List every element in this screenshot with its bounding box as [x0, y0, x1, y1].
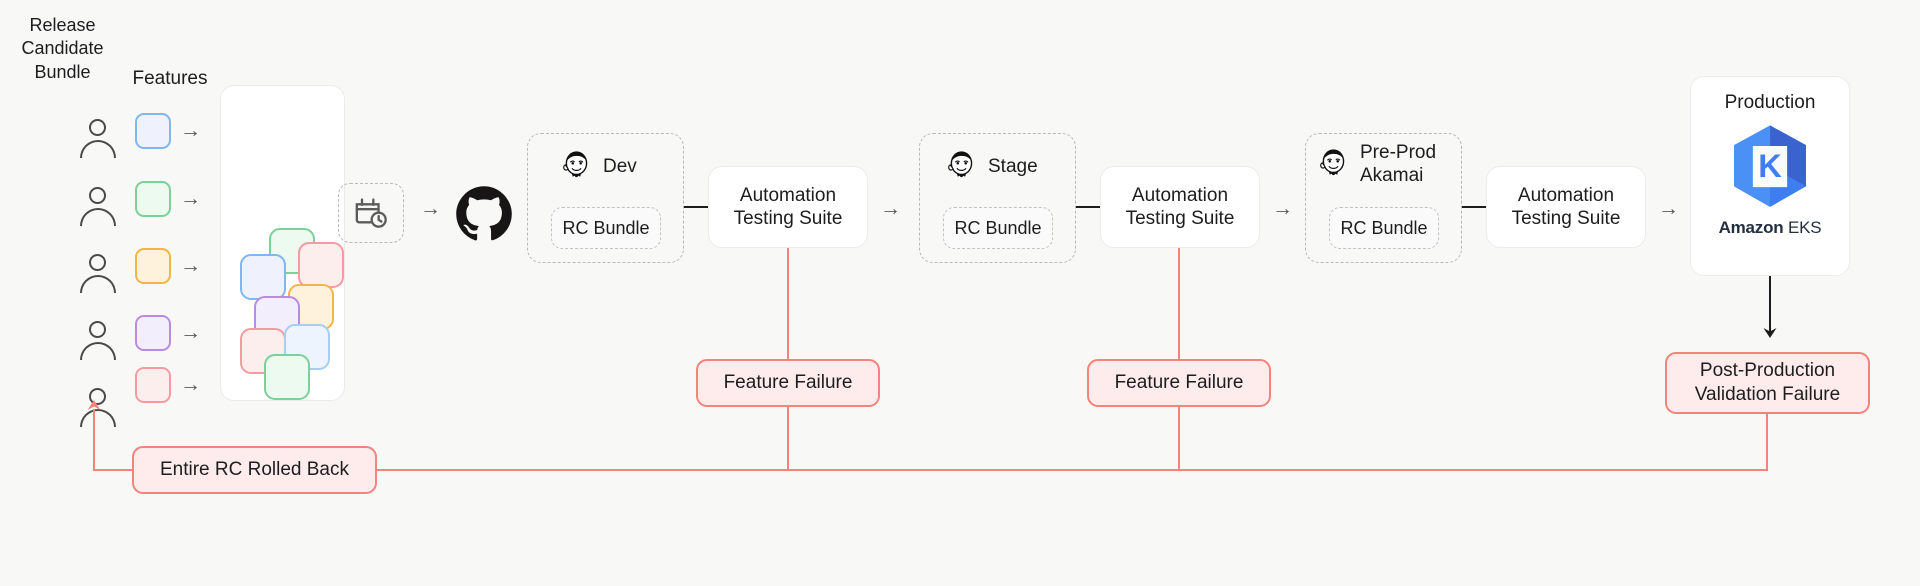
connector-suite2-failure-bottom [1178, 406, 1180, 470]
bundle-tile [264, 354, 310, 400]
suite2-to-preprod-arrow: → [1272, 197, 1293, 220]
environment-stage-header: Stage [945, 150, 1038, 184]
feature-arrow-4: → [180, 321, 201, 344]
person-icon [78, 386, 124, 432]
eks-logo-eks: EKS [1788, 218, 1822, 238]
connector-failure3-down [1766, 413, 1768, 470]
connector-suite2-failure-top [1178, 248, 1180, 362]
environment-stage-label: Stage [988, 155, 1038, 177]
jenkins-icon [563, 151, 588, 178]
production-card[interactable]: Production K Amazon EKS [1690, 76, 1850, 276]
environment-dev-label: Dev [603, 155, 637, 177]
github-icon[interactable] [455, 185, 513, 243]
jenkins-icon [1320, 149, 1345, 175]
scheduler-box[interactable] [338, 183, 404, 243]
feature-square-3[interactable] [135, 248, 171, 284]
failure-pill-1[interactable]: Feature Failure [696, 359, 880, 407]
connector-preprod-to-suite3 [1462, 206, 1486, 208]
suite3-to-production-arrow: → [1658, 197, 1679, 220]
feature-arrow-2: → [180, 187, 201, 210]
stage-rc-bundle: RC Bundle [943, 207, 1053, 249]
rollback-riser [93, 409, 95, 470]
automation-testing-suite-3-label: Automation Testing Suite [1511, 184, 1621, 229]
connector-dev-to-suite1 [684, 206, 708, 208]
failure-pill-3[interactable]: Post-Production Validation Failure [1665, 352, 1870, 414]
jenkins-icon [948, 151, 973, 178]
environment-dev-header: Dev [560, 150, 637, 184]
bundle-tile-cluster [240, 228, 344, 400]
feature-square-1[interactable] [135, 113, 171, 149]
automation-testing-suite-1[interactable]: Automation Testing Suite [708, 166, 868, 248]
calendar-clock-icon [355, 198, 387, 228]
bundle-tile [298, 242, 344, 288]
environment-pre-prod-label: Pre-Prod Akamai [1360, 142, 1437, 186]
automation-testing-suite-2-label: Automation Testing Suite [1125, 184, 1235, 229]
feature-arrow-3: → [180, 254, 201, 277]
bundle-tile [240, 254, 286, 300]
connector-suite1-failure-bottom [787, 406, 789, 470]
automation-testing-suite-3[interactable]: Automation Testing Suite [1486, 166, 1646, 248]
pre-prod-rc-bundle: RC Bundle [1329, 207, 1439, 249]
person-icon [78, 117, 124, 163]
kubernetes-letter: K [1758, 148, 1782, 184]
connector-production-down [1769, 276, 1771, 332]
feature-arrow-5: → [180, 373, 201, 396]
production-title: Production [1724, 92, 1816, 113]
feature-arrow-1: → [180, 119, 201, 142]
scheduler-to-github-arrow: → [420, 197, 441, 220]
environment-pre-prod-header: Pre-Prod Akamai [1317, 142, 1436, 188]
features-title: Features [132, 68, 208, 89]
person-icon [78, 185, 124, 231]
automation-testing-suite-2[interactable]: Automation Testing Suite [1100, 166, 1260, 248]
automation-testing-suite-1-label: Automation Testing Suite [733, 184, 843, 229]
person-icon [78, 319, 124, 365]
dev-rc-bundle: RC Bundle [551, 207, 661, 249]
release-candidate-bundle-title: Release Candidate Bundle [21, 15, 104, 82]
rollback-pill[interactable]: Entire RC Rolled Back [132, 446, 377, 494]
rollback-arrowhead [87, 400, 101, 410]
connector-stage-to-suite2 [1076, 206, 1100, 208]
feature-square-2[interactable] [135, 181, 171, 217]
feature-square-4[interactable] [135, 315, 171, 351]
amazon-eks-icon: K [1734, 125, 1806, 208]
suite1-to-stage-arrow: → [880, 197, 901, 220]
person-icon [78, 252, 124, 298]
production-down-arrowhead [1763, 328, 1777, 338]
rollback-bus-line [93, 469, 1768, 471]
environment-pre-prod [1305, 133, 1462, 263]
connector-suite1-failure-top [787, 248, 789, 362]
environment-stage [919, 133, 1076, 263]
eks-logo-amazon: Amazon [1718, 218, 1784, 238]
feature-square-5[interactable] [135, 367, 171, 403]
environment-dev [527, 133, 684, 263]
failure-pill-2[interactable]: Feature Failure [1087, 359, 1271, 407]
